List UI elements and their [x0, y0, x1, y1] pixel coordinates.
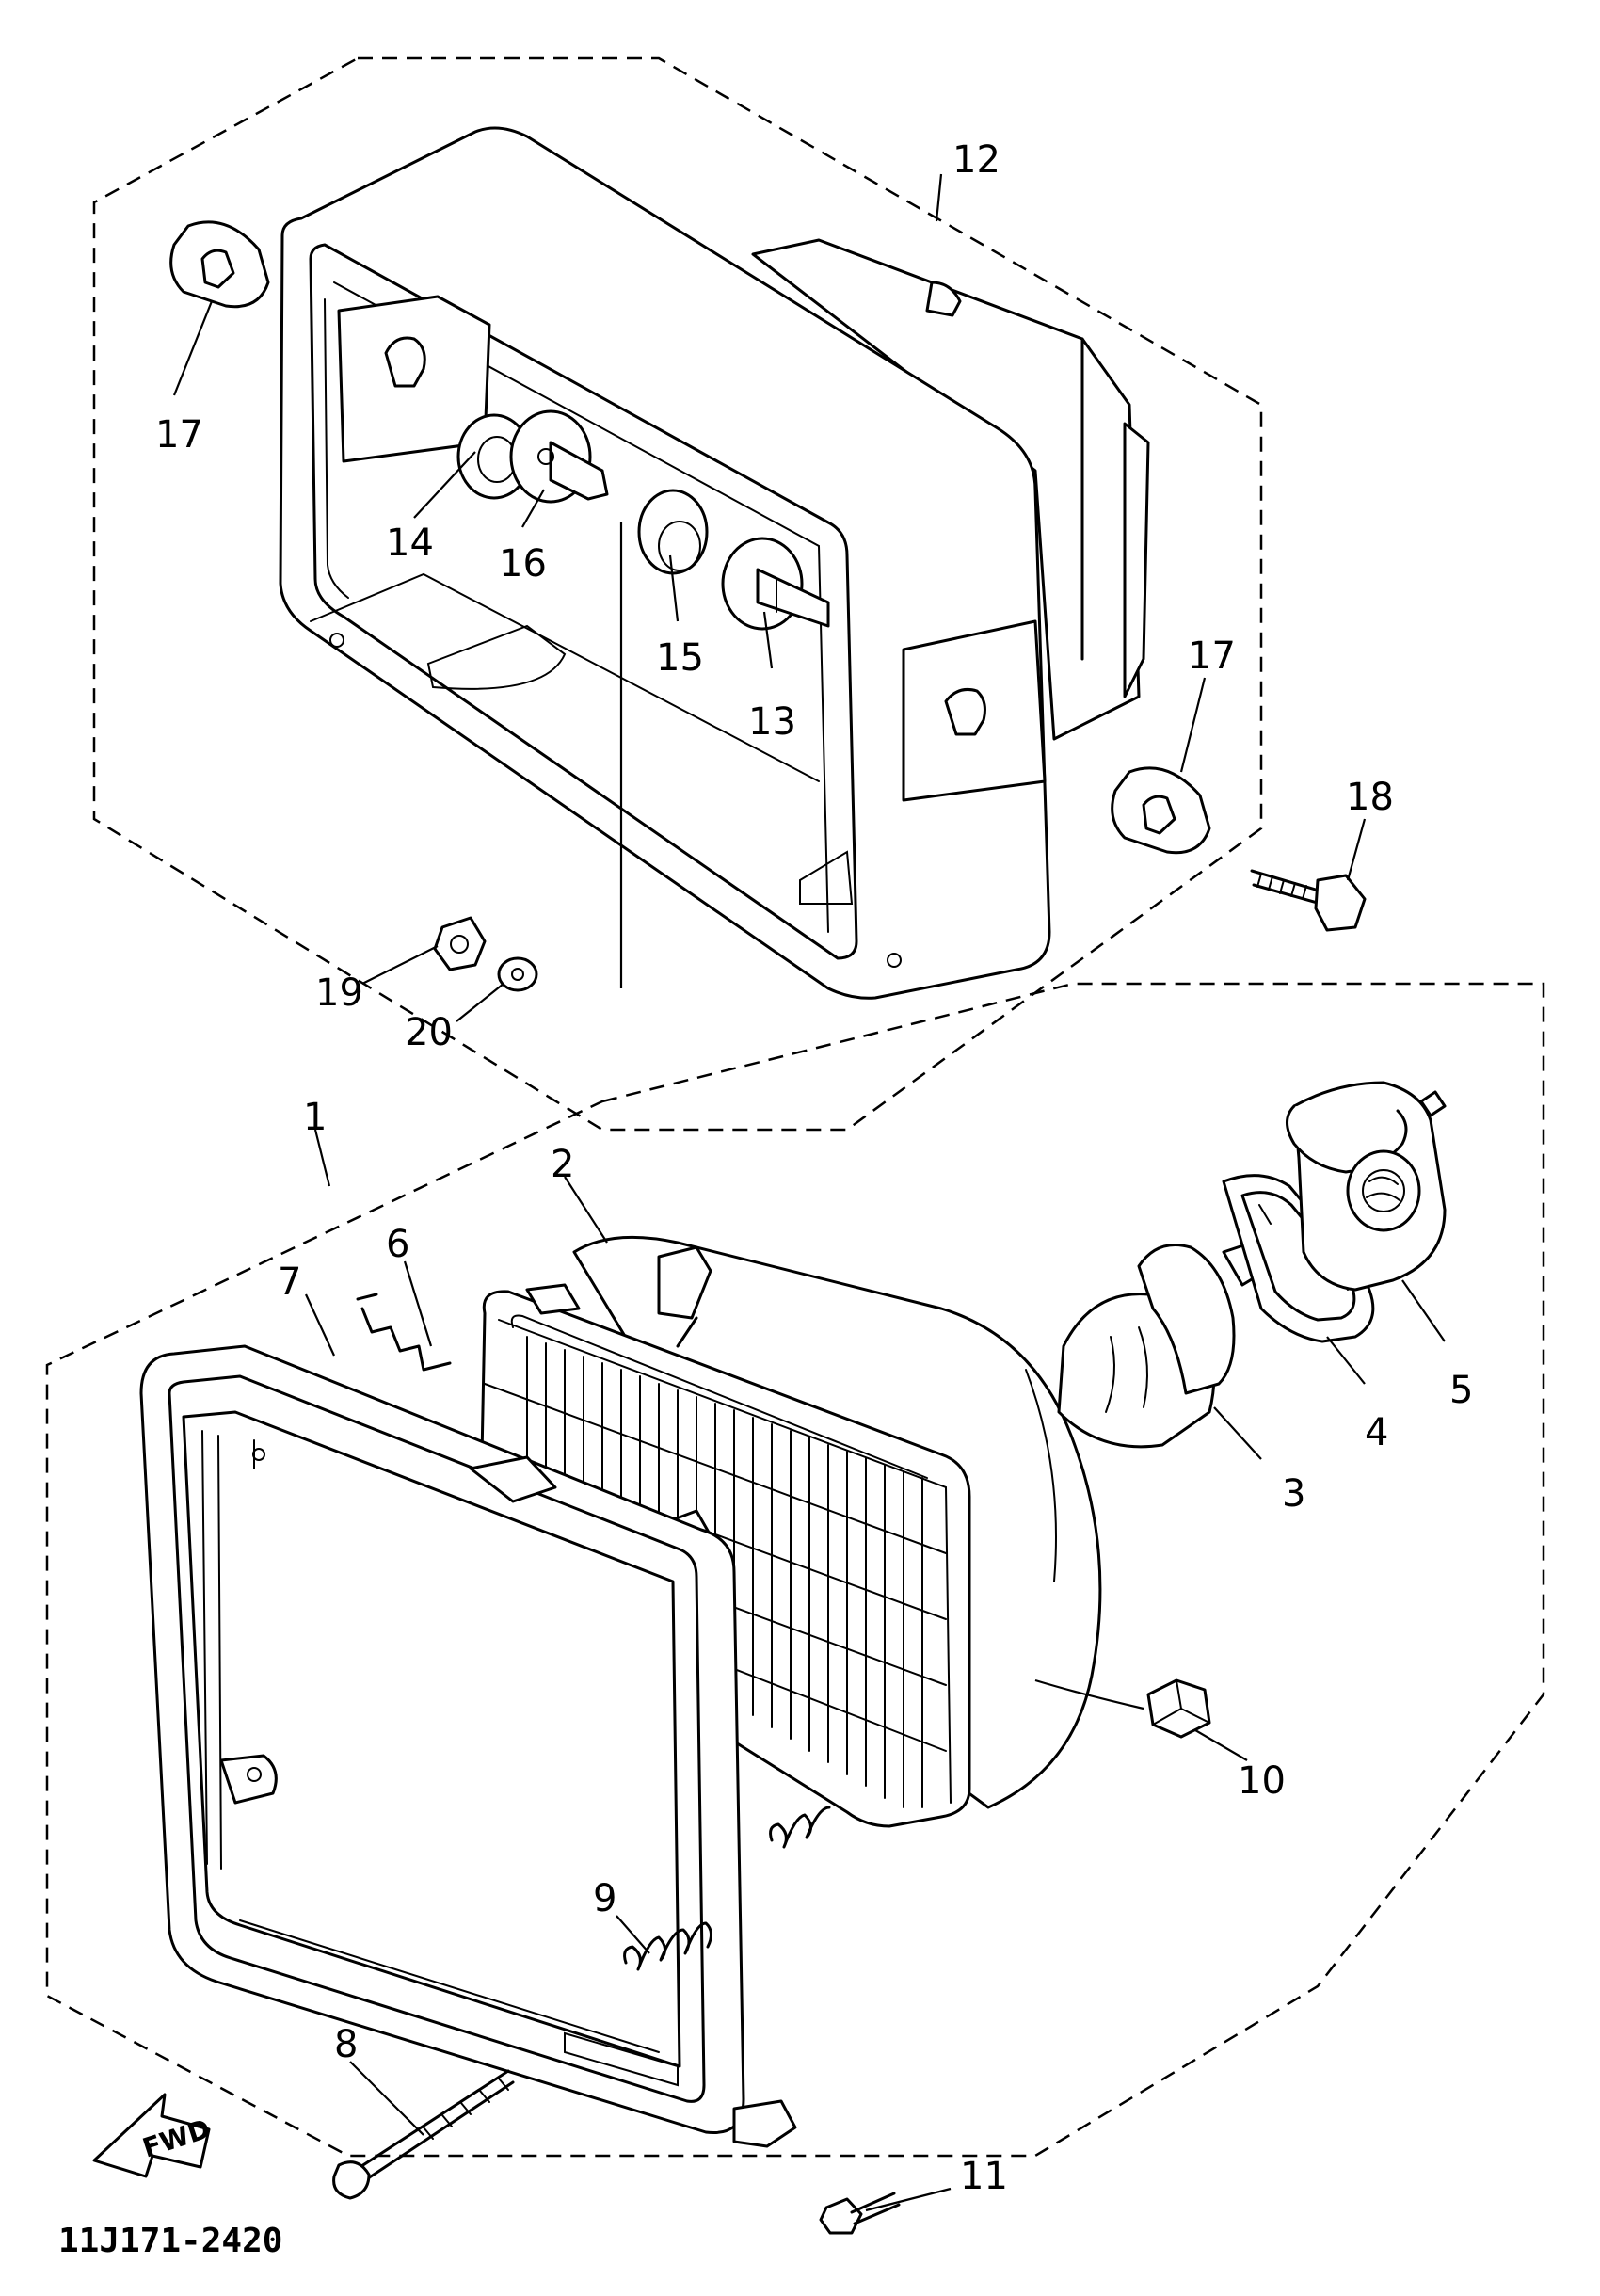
washer-20 [497, 956, 538, 992]
socket-15 [637, 489, 709, 575]
callout-16: 16 [499, 542, 547, 586]
bulb-13 [721, 537, 830, 631]
grommet-17-right [1111, 766, 1211, 855]
callout-18: 18 [1346, 776, 1394, 819]
adjusting-screw-8 [332, 2069, 515, 2200]
callout-1: 1 [303, 1096, 327, 1139]
diagram-code: 11J171-2420 [58, 2222, 282, 2260]
callout-15: 15 [656, 636, 704, 680]
callout-5: 5 [1449, 1369, 1473, 1412]
housing-assembly-outline [92, 56, 1263, 1132]
dust-cap-10 [1146, 1678, 1211, 1739]
spring-9 [623, 1806, 831, 1971]
callout-10: 10 [1238, 1759, 1286, 1803]
callout-17-left: 17 [155, 413, 203, 457]
callout-6: 6 [386, 1223, 409, 1266]
callout-8: 8 [334, 2023, 358, 2066]
callout-19: 19 [315, 971, 363, 1015]
leader-lines [172, 173, 1446, 2212]
screw-11 [819, 2192, 901, 2235]
callout-14: 14 [386, 522, 434, 565]
bolt-18 [1250, 869, 1367, 932]
callout-7: 7 [278, 1260, 301, 1304]
bulb-3 [1057, 1236, 1282, 1449]
callout-4: 4 [1365, 1411, 1388, 1454]
callout-20: 20 [405, 1011, 453, 1054]
bulb-retainer-4 [1222, 1174, 1375, 1343]
callout-13: 13 [748, 700, 796, 744]
socket-cover-5 [1286, 1081, 1447, 1292]
forward-arrow-icon: FWD [92, 2093, 214, 2178]
callout-2: 2 [551, 1143, 574, 1186]
headlight-rim-7 [139, 1344, 797, 2148]
grommet-17-left [169, 220, 270, 309]
callout-3: 3 [1282, 1472, 1305, 1516]
callout-9: 9 [593, 1877, 616, 1920]
nut-19 [433, 916, 487, 971]
callout-11: 11 [960, 2155, 1008, 2198]
callout-17-right: 17 [1188, 634, 1236, 678]
wire-spring-6 [356, 1293, 452, 1372]
socket-16 [509, 409, 609, 504]
callout-12: 12 [952, 138, 1000, 182]
headlight-assembly-outline [45, 982, 1545, 2158]
